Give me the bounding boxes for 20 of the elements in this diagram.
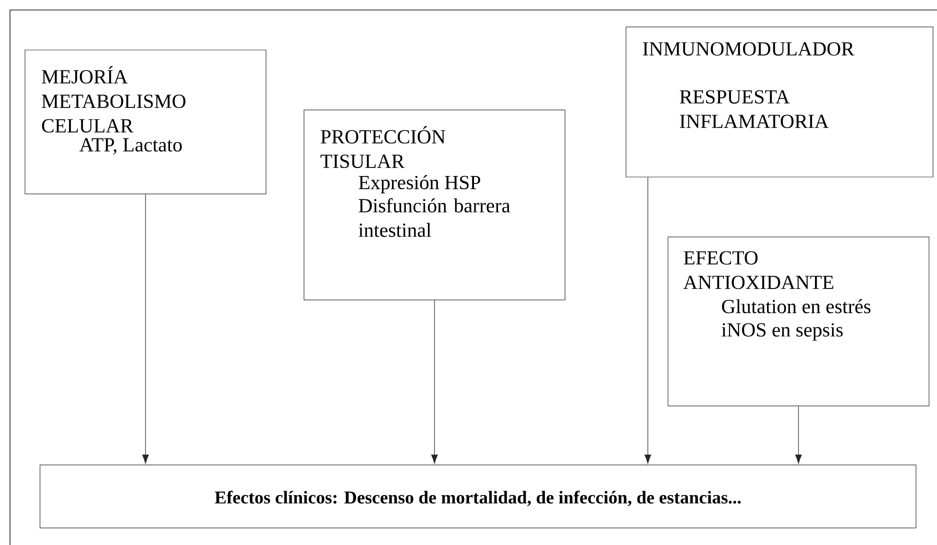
box-text: Glutation en estrés <box>722 299 870 314</box>
box-text: RESPUESTA INFLAMATORIA <box>680 90 829 128</box>
arrow <box>142 194 149 464</box>
caption-text: Efectos clínicos: Descenso de mortalidad, de infección, de estancias... <box>214 490 741 506</box>
box-text: Disfunción barrera intestinal <box>358 198 510 237</box>
text-box <box>626 26 934 178</box>
text-box <box>668 236 930 406</box>
arrow <box>795 406 802 464</box>
box-heading: EFECTO ANTIOXIDANTE <box>683 251 834 290</box>
text-box <box>40 464 916 528</box>
text-box <box>24 50 266 194</box>
text-box <box>304 110 566 300</box>
box-heading: PROTECCIÓN TISULAR <box>320 126 446 168</box>
box-text: ATP, Lactato <box>79 138 182 154</box>
arrow <box>644 176 652 464</box>
box-heading: INMUNOMODULADOR <box>642 42 854 56</box>
box-text: Expresión HSP <box>358 175 480 194</box>
box-heading: MEJORÍA METABOLISMO CELULAR <box>42 66 186 133</box>
box-text: iNOS en sepsis <box>722 323 843 341</box>
arrow <box>431 300 438 464</box>
